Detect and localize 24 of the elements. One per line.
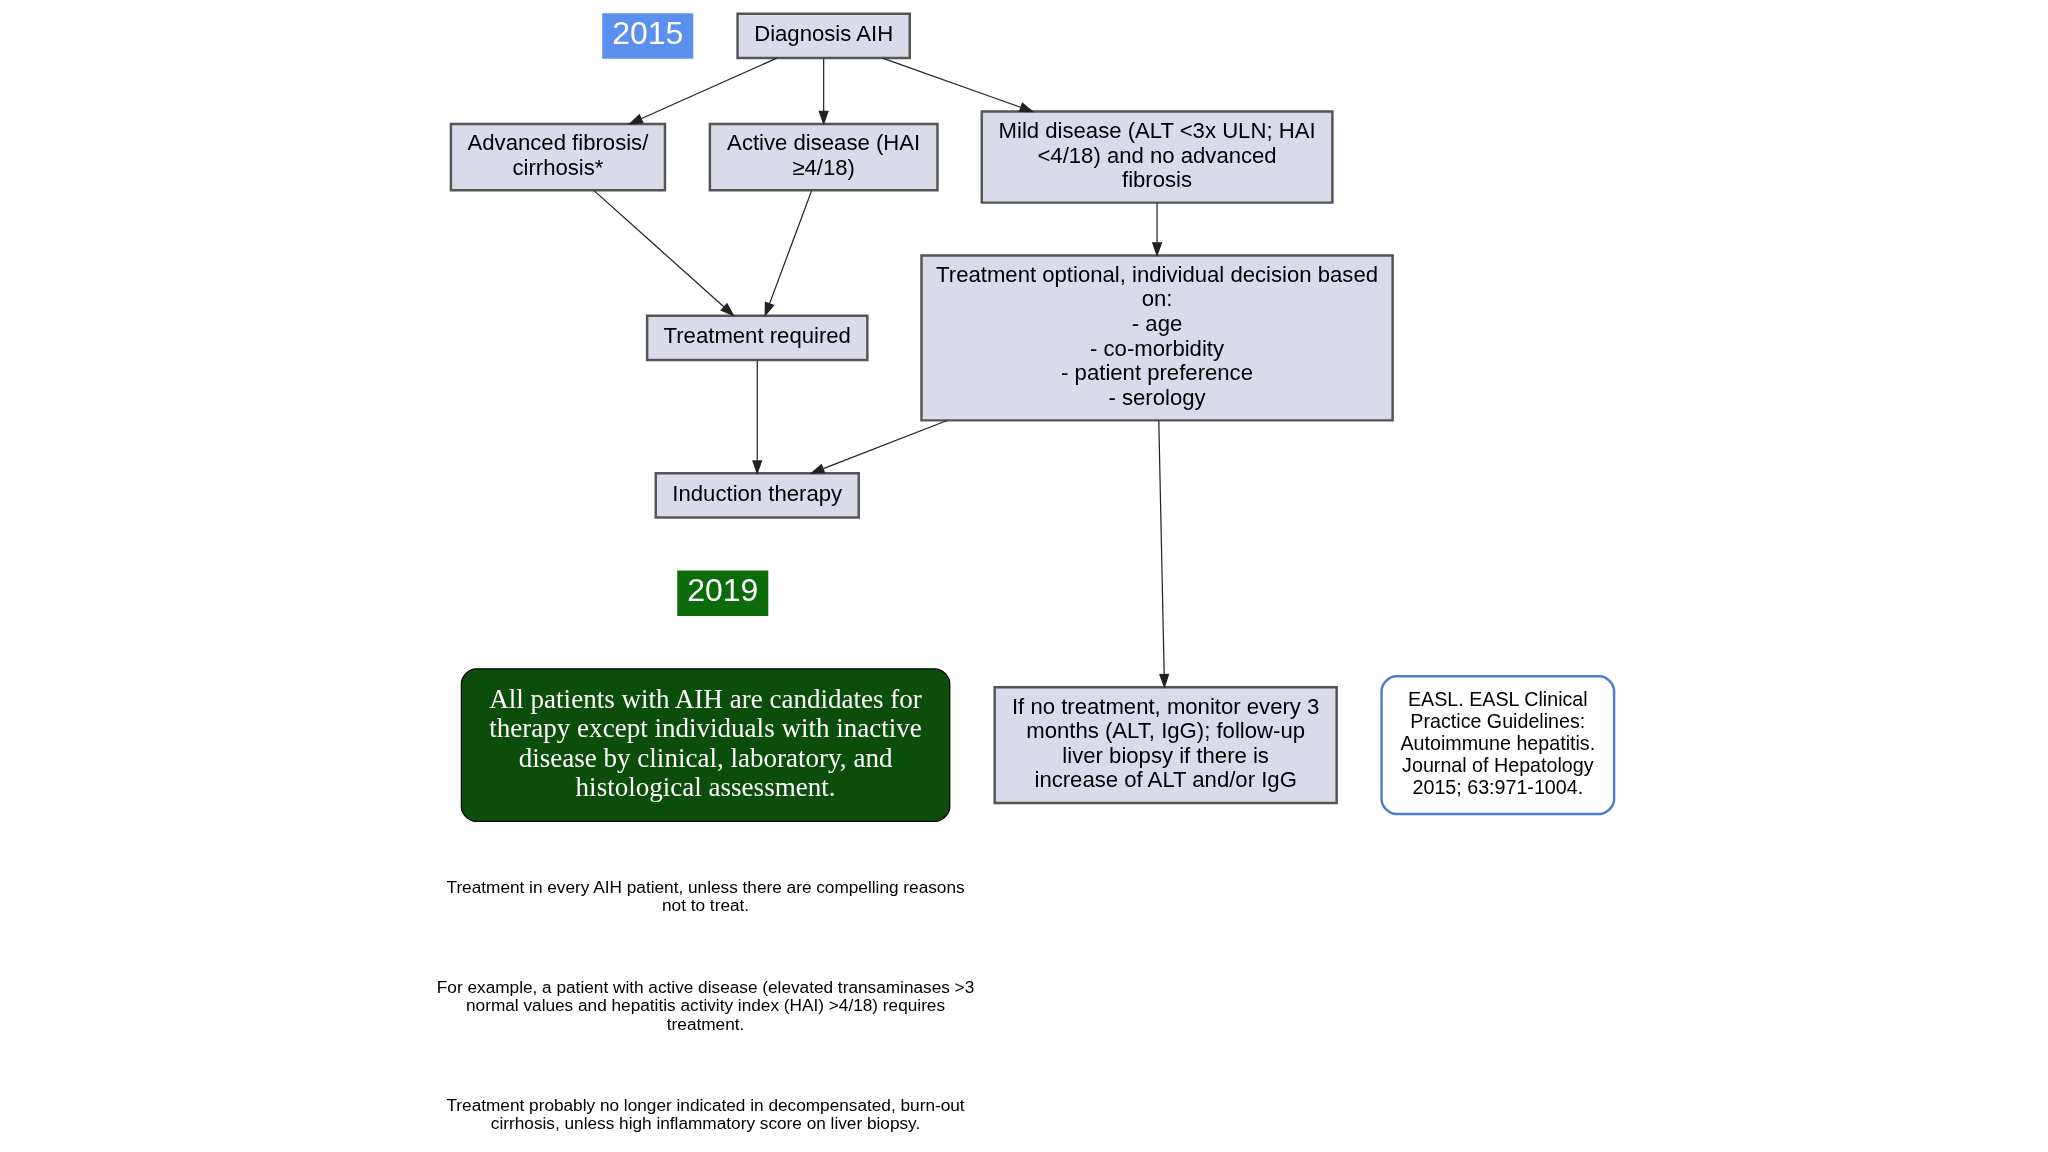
- node-box: EASL. EASL Clinical Practice Guidelines: Autoimmune hepatitis. Journal of Hepatology 2015; 63:971-1004.: [1379, 675, 1615, 816]
- arrow: [764, 190, 812, 318]
- arrow: [592, 190, 735, 317]
- label: 2015: [611, 14, 683, 51]
- arrow: [627, 57, 777, 125]
- node-box: Active disease (HAI ≥4/18): [708, 122, 939, 192]
- node-box: Mild disease (ALT <3x ULN; HAI <4/18) and no advanced fibrosis: [980, 110, 1334, 204]
- arrow: [1157, 420, 1169, 689]
- label: For example, a patient with active disease (elevated transaminases >3 normal values and hepatitis activity index (HAI) >4/18) requires treatment.: [436, 976, 974, 1034]
- arrow: [818, 57, 829, 126]
- node-box: Induction therapy: [654, 472, 860, 519]
- node-box: Treatment optional, individual decision based on: - age - co-morbidity - patient preference - serology: [919, 254, 1394, 422]
- arrow: [751, 359, 762, 476]
- node-box: If no treatment, monitor every 3 months (ALT, IgG); follow-up liver biopsy if there is increase of ALT and/or IgG: [992, 686, 1338, 805]
- label: Treatment in every AIH patient, unless there are compelling reasons not to treat.: [446, 877, 965, 916]
- arrow: [1151, 202, 1162, 258]
- node-box: Diagnosis AIH: [735, 12, 911, 60]
- node-box: All patients with AIH are candidates for therapy except individuals with inactive disease by clinical, laboratory, and histological assessment.: [460, 668, 950, 823]
- label: 2019: [686, 571, 758, 608]
- label: Treatment probably no longer indicated in decompensated, burn-out cirrhosis, unless high inflammatory score on liver biopsy.: [445, 1094, 965, 1134]
- arrow: [881, 57, 1034, 113]
- node-box: Treatment required: [645, 314, 869, 362]
- arrow: [809, 419, 948, 474]
- node-box: Advanced fibrosis/ cirrhosis*: [449, 122, 666, 192]
